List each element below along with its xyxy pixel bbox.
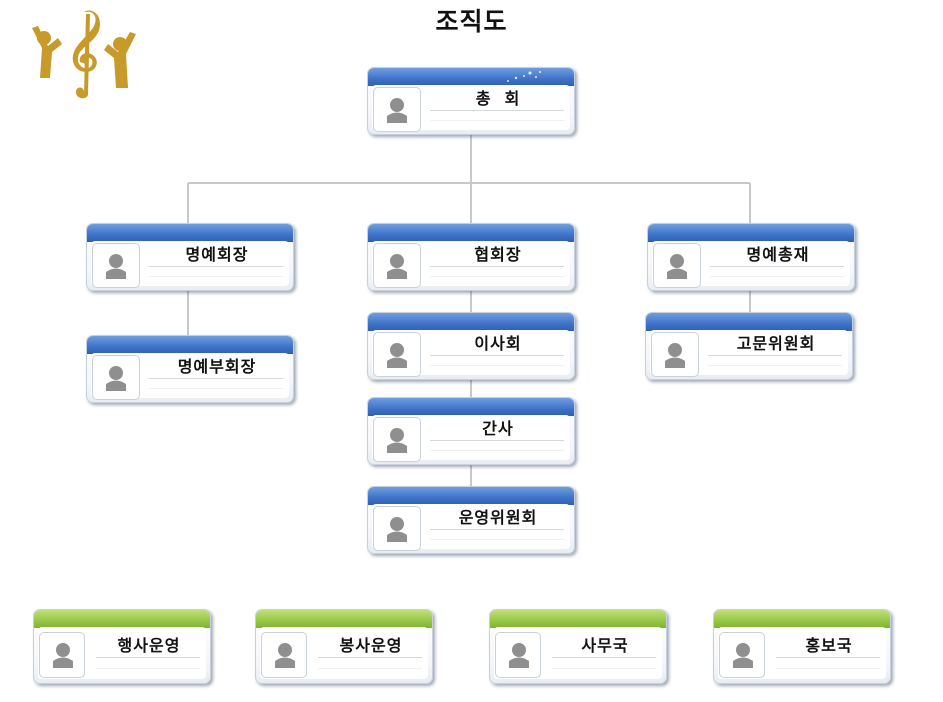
person-icon — [651, 332, 699, 377]
node-label: 명예부회장 — [177, 357, 257, 376]
sparkle-icon — [507, 71, 541, 82]
person-icon — [373, 506, 421, 551]
person-icon — [373, 87, 421, 132]
node-label: 고문위원회 — [736, 334, 816, 353]
dept-label: 홍보국 — [805, 636, 853, 655]
logo-icon — [32, 10, 136, 99]
person-icon — [653, 243, 701, 288]
node-auditor: 간사 — [367, 397, 575, 465]
person-icon — [39, 632, 85, 678]
node-label: 총 회 — [475, 89, 521, 108]
person-icon — [719, 632, 765, 678]
node-honorary-chairman: 명예총재 — [647, 223, 855, 291]
dept-label: 사무국 — [581, 636, 629, 655]
node-honorary-vice-president: 명예부회장 — [86, 335, 294, 403]
node-advisory-committee: 고문위원회 — [645, 312, 853, 380]
person-icon — [373, 332, 421, 377]
node-association-president: 협회장 — [367, 223, 575, 291]
person-icon — [373, 417, 421, 462]
node-label: 운영위원회 — [458, 508, 538, 527]
dept-events: 행사운영 — [33, 609, 211, 684]
node-label: 명예총재 — [746, 245, 810, 264]
page-title: 조직도 — [435, 7, 508, 36]
dept-volunteer: 봉사운영 — [255, 609, 433, 684]
node-label: 명예회장 — [185, 245, 249, 264]
node-label: 협회장 — [474, 245, 522, 264]
dept-public-relations: 홍보국 — [713, 609, 891, 684]
node-label: 이사회 — [474, 334, 522, 353]
person-icon — [92, 243, 140, 288]
dept-label: 행사운영 — [117, 636, 181, 655]
node-honorary-president: 명예회장 — [86, 223, 294, 291]
node-steering-committee: 운영위원회 — [367, 486, 575, 554]
dept-label: 봉사운영 — [339, 636, 403, 655]
person-icon — [373, 243, 421, 288]
node-general-assembly: 총 회 — [367, 67, 575, 135]
person-icon — [261, 632, 307, 678]
person-icon — [92, 355, 140, 400]
node-board-of-directors: 이사회 — [367, 312, 575, 380]
person-icon — [495, 632, 541, 678]
node-label: 간사 — [482, 419, 514, 438]
dept-secretariat: 사무국 — [489, 609, 667, 684]
